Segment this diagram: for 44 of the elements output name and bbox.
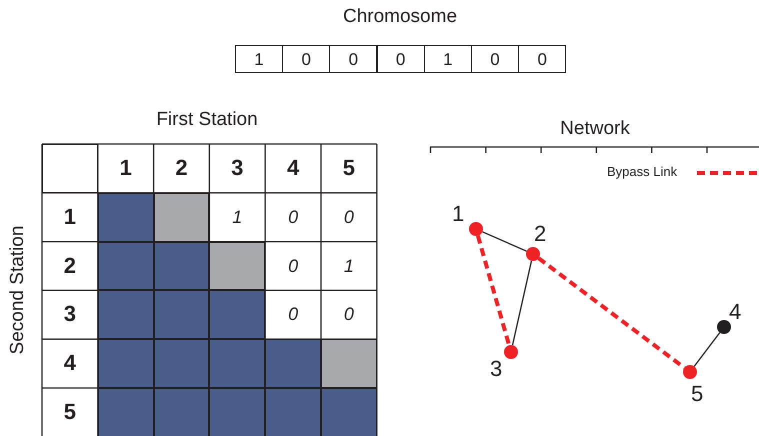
gene-cell: 1 — [235, 45, 283, 73]
gene-cell: 0 — [471, 45, 519, 73]
network-node — [526, 247, 540, 261]
network-node — [504, 345, 518, 359]
cell-value: 0 — [287, 254, 300, 278]
station-number: 1 — [62, 202, 78, 231]
chromosome-title: Chromosome — [342, 6, 458, 28]
gene-cell: 0 — [376, 45, 425, 73]
cell-value: 0 — [287, 206, 300, 229]
network-node — [683, 365, 697, 379]
node-number: 3 — [490, 356, 502, 382]
row-axis-title: Second Station — [7, 226, 29, 354]
node-number: 2 — [534, 221, 546, 247]
station-number: 2 — [62, 252, 78, 280]
station-number: 4 — [286, 154, 300, 182]
network-title: Network — [560, 118, 630, 140]
station-number: 1 — [118, 154, 133, 182]
node-number: 4 — [729, 299, 742, 325]
station-number: 5 — [342, 154, 356, 182]
bypass-link — [476, 235, 511, 346]
bypass-link — [537, 256, 686, 370]
gene-cell: 0 — [329, 45, 378, 73]
cell-value: 0 — [342, 206, 355, 229]
link-line — [694, 332, 720, 367]
link-line — [482, 231, 527, 252]
station-number: 4 — [62, 349, 78, 378]
station-number: 2 — [174, 154, 189, 182]
gene-cell: 0 — [518, 45, 566, 73]
cell-value: 0 — [342, 303, 355, 326]
station-number: 3 — [62, 300, 78, 328]
legend-label: Bypass Link — [607, 164, 678, 179]
cell-value: 1 — [342, 254, 355, 278]
cell-value: 0 — [287, 303, 300, 326]
cell-value: 1 — [231, 206, 244, 229]
network-node — [469, 222, 483, 236]
network-node — [717, 320, 731, 334]
gene-cell: 0 — [282, 45, 330, 73]
node-number: 5 — [691, 381, 704, 407]
gene-cell: 1 — [424, 45, 472, 73]
column-axis-title: First Station — [156, 109, 258, 131]
station-number: 3 — [230, 154, 244, 182]
link-line — [512, 260, 532, 346]
station-number: 5 — [62, 398, 78, 426]
node-number: 1 — [452, 201, 464, 227]
